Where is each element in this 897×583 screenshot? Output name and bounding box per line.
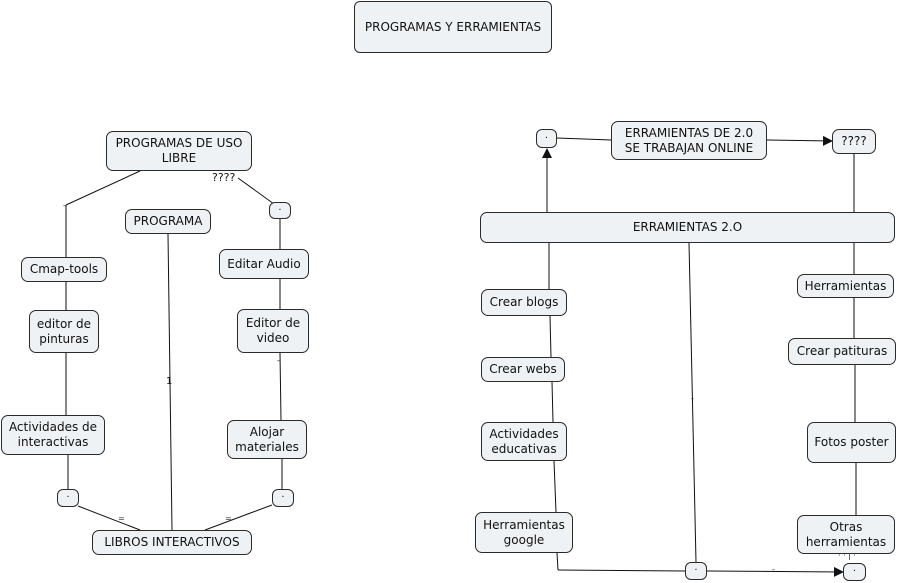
link-webs-actividades: [551, 381, 554, 423]
map-title[interactable]: PROGRAMAS Y ERRAMIENTAS: [354, 1, 552, 53]
node-herramientas[interactable]: Herramientas: [797, 274, 894, 298]
node-herramientas-google[interactable]: Herramientas google: [475, 512, 573, 553]
link-tick: -: [277, 356, 280, 365]
link-uso-libre-cmap: [65, 170, 141, 206]
node-connector-top-left[interactable]: ·: [269, 202, 291, 219]
link-connector-final: [706, 566, 844, 577]
node-crear-blogs[interactable]: Crear blogs: [481, 289, 567, 316]
link-label-programa: 1: [166, 376, 173, 387]
node-programa[interactable]: PROGRAMA: [125, 209, 211, 234]
link-actividades-google: [553, 460, 557, 513]
node-actividades-interactivas[interactable]: Actividades de interactivas: [1, 415, 105, 455]
link-uso-libre-connector: [237, 177, 275, 205]
node-crear-webs[interactable]: Crear webs: [481, 357, 565, 382]
link-bottom-connector: [557, 569, 686, 572]
link-label-question: ????: [212, 171, 236, 184]
node-connector-top-right[interactable]: ·: [536, 129, 557, 148]
link-connector-libros-right: [204, 504, 273, 531]
node-actividades-educativas[interactable]: Actividades educativas: [481, 422, 567, 461]
node-erramientas-20[interactable]: ERRAMIENTAS 2.O: [480, 212, 895, 243]
link-connector-libros-left: [77, 505, 141, 531]
link-tick: -: [63, 201, 66, 210]
node-alojar-materiales[interactable]: Alojar materiales: [227, 420, 307, 459]
node-connector-right[interactable]: ·: [272, 489, 294, 507]
node-fotos-poster[interactable]: Fotos poster: [807, 422, 896, 463]
link-online-question: [766, 135, 833, 146]
link-google-bottom: [556, 552, 559, 571]
link-erramientas-bottom: [688, 242, 697, 563]
link-tick: =: [118, 514, 125, 523]
node-crear-patituras[interactable]: Crear patituras: [788, 338, 896, 365]
node-connector-bottom-right[interactable]: ·: [843, 563, 866, 581]
node-editar-audio[interactable]: Editar Audio: [219, 249, 309, 279]
link-blogs-webs: [549, 315, 552, 358]
link-online-connector: [556, 137, 612, 141]
link-tick: =: [225, 514, 232, 523]
node-connector-bottom-mid[interactable]: ·: [685, 562, 707, 580]
node-libros-interactivos[interactable]: LIBROS INTERACTIVOS: [92, 530, 252, 555]
node-connector-left[interactable]: ·: [57, 489, 79, 507]
node-otras-herramientas[interactable]: Otras herramientas: [797, 515, 895, 554]
node-cmap-tools[interactable]: Cmap-tools: [21, 257, 107, 282]
node-question[interactable]: ????: [832, 129, 876, 154]
link-programa-libros: [167, 233, 173, 531]
node-editor-video[interactable]: Editor de video: [237, 309, 309, 353]
node-programas-uso-libre[interactable]: PROGRAMAS DE USO LIBRE: [106, 131, 252, 171]
link-tick: · · | ·: [838, 551, 856, 560]
link-tick: -: [772, 565, 775, 574]
link-video-alojar: [279, 352, 282, 421]
link-tick: -: [691, 394, 694, 403]
node-erramientas-online[interactable]: ERRAMIENTAS DE 2.0 SE TRABAJAN ONLINE: [611, 121, 767, 160]
node-editor-pinturas[interactable]: editor de pinturas: [29, 310, 99, 353]
